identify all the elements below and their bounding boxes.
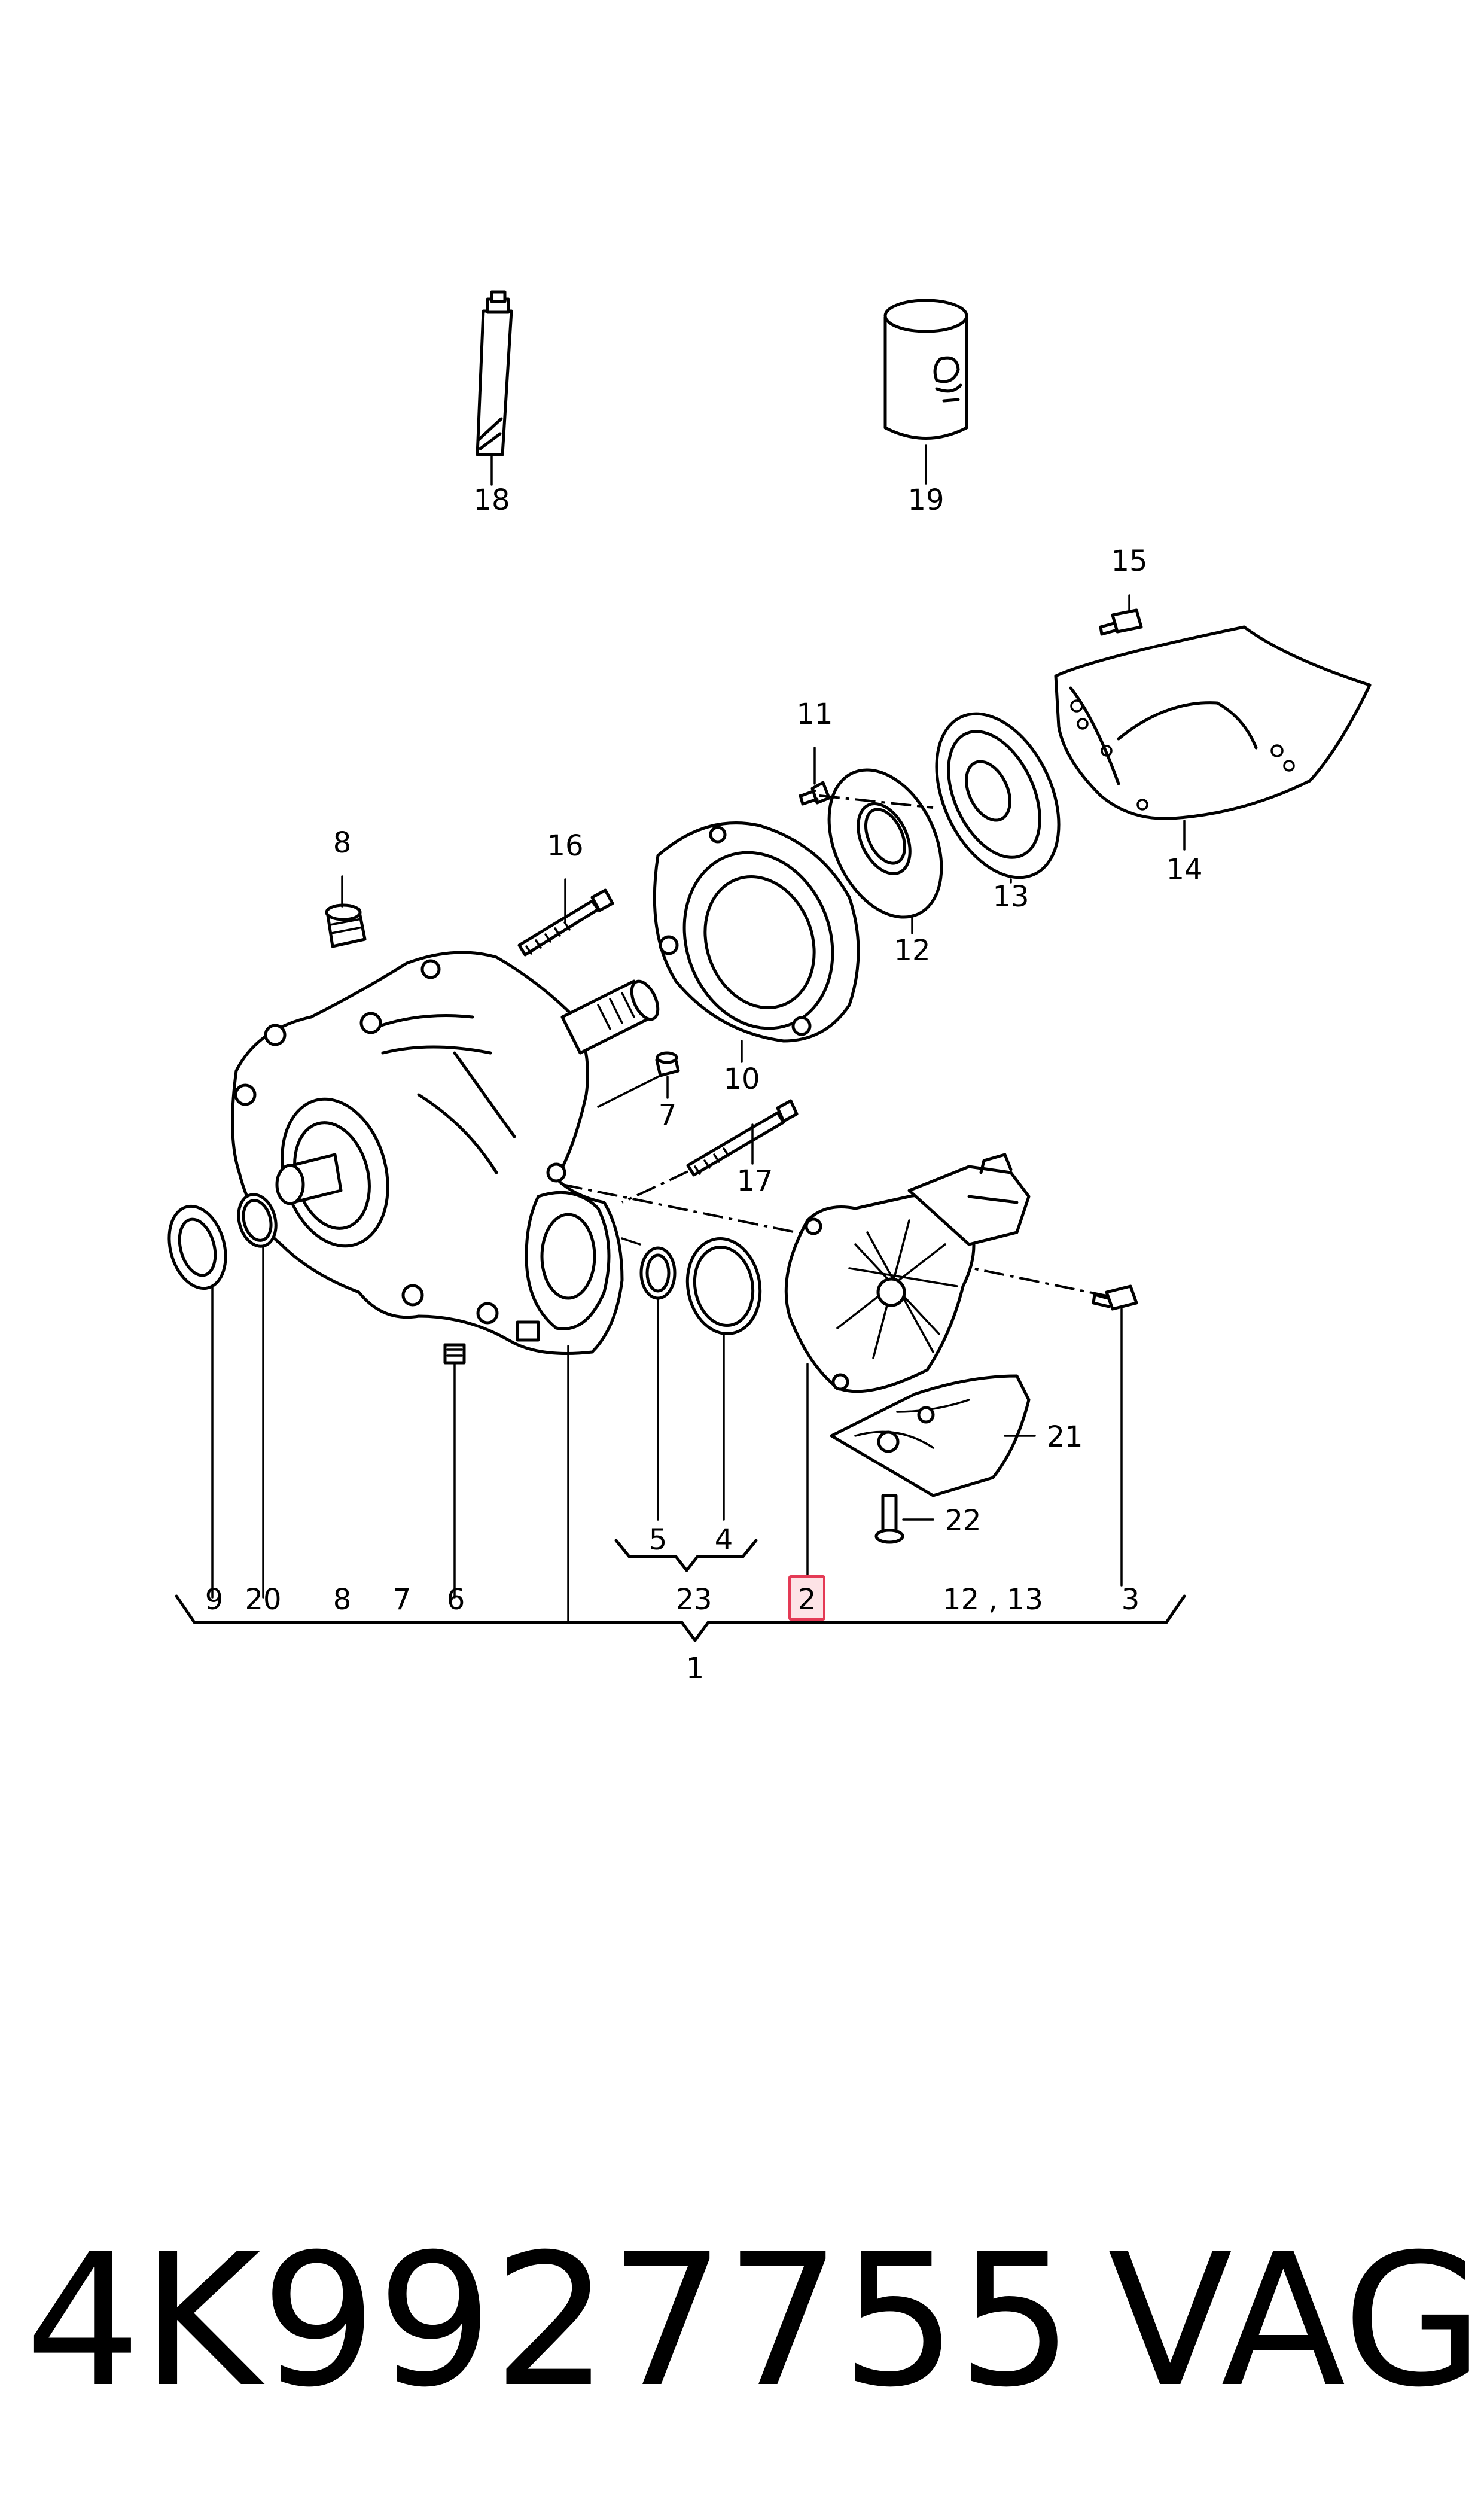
drain-plug-6-part[interactable] xyxy=(443,1343,466,1599)
bolt-3-part[interactable] xyxy=(1092,1284,1138,1587)
bracket-assembly-1 xyxy=(175,1594,1186,1642)
row-label-2: 2 xyxy=(798,1583,816,1616)
transfer-case-housing[interactable] xyxy=(231,951,663,1355)
row-label-20: 20 xyxy=(245,1583,281,1616)
row-label-9: 9 xyxy=(205,1583,224,1616)
callout-1: 1 xyxy=(686,1652,705,1685)
long-bolt-17-part[interactable] xyxy=(621,1099,799,1204)
bracket-23 xyxy=(614,1539,758,1572)
o-ring-20-part[interactable] xyxy=(233,1191,282,1251)
seal-ring-13-part[interactable] xyxy=(912,695,1083,897)
row-label-23: 23 xyxy=(675,1583,712,1616)
housing-cover-part[interactable] xyxy=(653,821,860,1063)
callout-17: 17 xyxy=(736,1164,773,1198)
row-label-8: 8 xyxy=(333,1583,352,1616)
callout-8: 8 xyxy=(333,826,352,860)
heat-shield-part[interactable] xyxy=(1054,625,1372,851)
callout-14: 14 xyxy=(1166,853,1202,887)
oil-bottle-part[interactable] xyxy=(883,299,968,485)
long-bolt-16-part[interactable] xyxy=(517,878,614,957)
row-label-6: 6 xyxy=(447,1583,465,1616)
bolt-15-part[interactable] xyxy=(1099,594,1143,636)
brand-text: VAG xyxy=(1108,2215,1484,2427)
o-ring-4-part[interactable] xyxy=(680,1233,767,1521)
filter-plate-21-part[interactable] xyxy=(830,1374,1036,1497)
callout-12: 12 xyxy=(894,934,930,967)
bolt-7-part[interactable] xyxy=(597,1051,680,1108)
row-label-7: 7 xyxy=(393,1583,412,1616)
bolt-11-part[interactable] xyxy=(799,747,934,809)
callout-21: 21 xyxy=(1046,1420,1083,1454)
callout-5: 5 xyxy=(649,1523,668,1557)
callout-7: 7 xyxy=(659,1098,677,1132)
callout-19: 19 xyxy=(907,483,944,517)
part-number-text: 4K9927755 xyxy=(25,2215,1074,2427)
washer-12-part[interactable] xyxy=(807,752,964,936)
actuator-motor-2-part[interactable] xyxy=(784,1153,1031,1593)
callout-13: 13 xyxy=(992,880,1029,914)
plug-8-part[interactable] xyxy=(325,875,367,948)
callout-4: 4 xyxy=(715,1523,733,1557)
highlight-box-part-2 xyxy=(788,1575,825,1621)
callout-11: 11 xyxy=(796,698,833,731)
callout-15: 15 xyxy=(1111,544,1147,578)
row-label-3: 3 xyxy=(1122,1583,1140,1616)
callout-18: 18 xyxy=(473,483,510,517)
callout-22: 22 xyxy=(944,1504,981,1537)
callout-10: 10 xyxy=(723,1062,760,1096)
sealant-tube-part[interactable] xyxy=(476,290,513,486)
o-ring-5-part[interactable] xyxy=(639,1246,677,1521)
row-label-12-13: 12 , 13 xyxy=(943,1583,1043,1616)
screw-22-part[interactable] xyxy=(874,1494,934,1544)
callout-16: 16 xyxy=(547,829,583,863)
seal-9-part[interactable] xyxy=(160,1200,234,1295)
